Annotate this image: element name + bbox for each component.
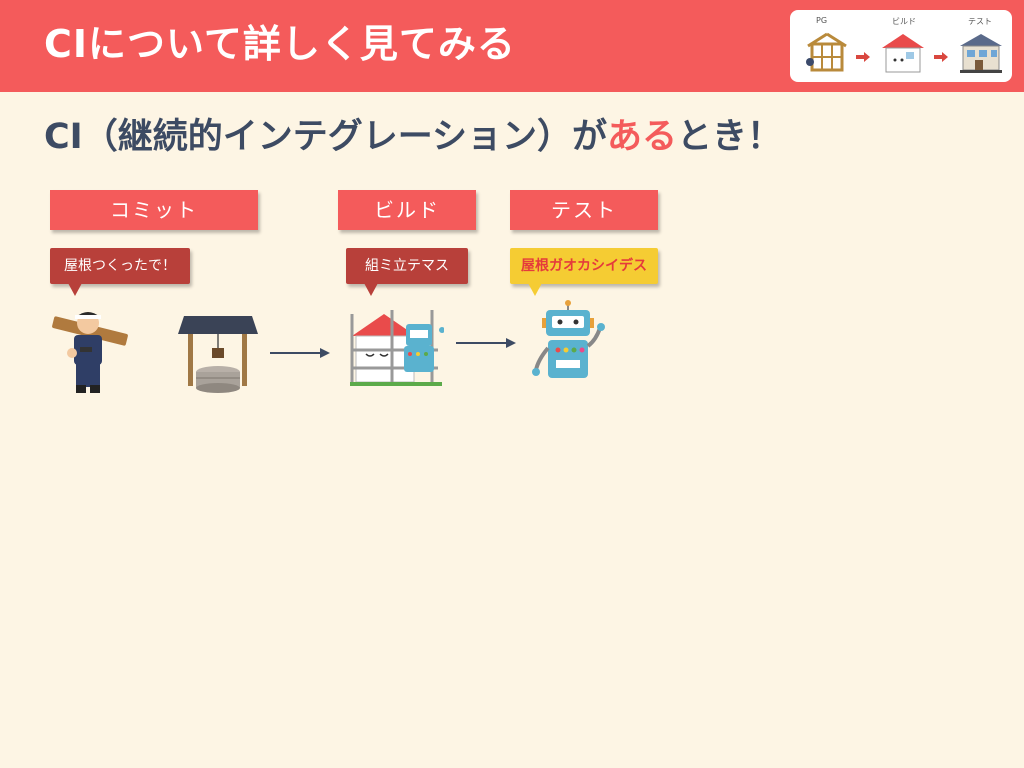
flow-arrow-icon [270,346,330,360]
carpenter-icon [50,305,130,400]
bubble-test: 屋根ガオカシイデス [510,248,658,284]
bubble-build: 組ミ立テマス [346,248,468,284]
mini-arrow-icon [856,52,870,62]
house-scaffold-robot-icon [348,306,444,388]
subtitle-highlight: ある [607,117,677,157]
mini-label-build: ビルド [892,16,916,27]
mini-label-pg: PG [816,16,827,25]
step-test: テスト [510,190,658,230]
house-frame-icon [802,32,848,74]
mini-flow-panel: PG ビルド テスト [790,10,1012,82]
mini-arrow-icon [934,52,948,62]
robot-icon [528,300,608,384]
page-title: CIについて詳しく見てみる [44,18,516,70]
bubble-commit: 屋根つくったで！ [50,248,190,284]
subtitle: CI（継続的インテグレーション）があるとき！ [44,112,782,162]
well-icon [176,308,260,394]
mini-label-test: テスト [968,16,992,27]
subtitle-suffix: とき！ [677,117,782,157]
header-bar: CIについて詳しく見てみる PG ビルド テスト [0,0,1024,92]
flow-arrow-icon [456,336,516,350]
finished-house-icon [958,32,1004,74]
step-commit: コミット [50,190,258,230]
subtitle-prefix: CI（継続的インテグレーション）が [44,117,607,157]
step-build: ビルド [338,190,476,230]
house-icon [880,32,926,74]
